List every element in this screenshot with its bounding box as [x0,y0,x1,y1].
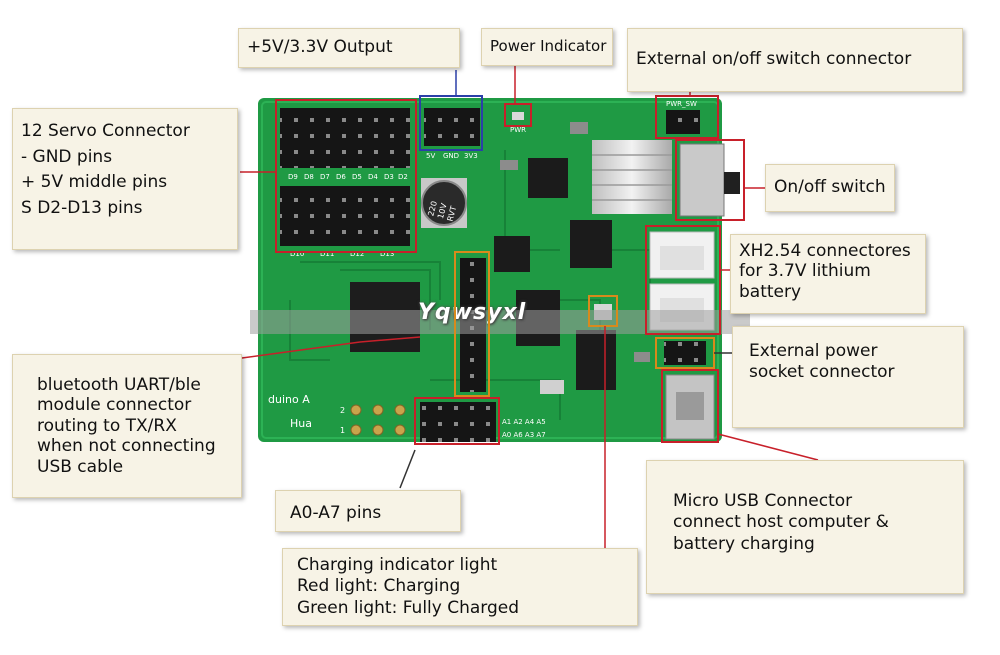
charger-chip [570,220,612,268]
label-xh-line-3: battery [739,281,802,302]
ext-power-header [664,341,706,365]
label-usb-line-3: battery charging [673,533,815,554]
watermark-text: Yqwsyxl [418,300,527,325]
silk-hua: Hua [290,417,312,430]
silk-servo-top-6: D3 [384,173,394,181]
label-servo-line-4: S D2-D13 pins [21,197,143,218]
cap-marking-0: 220 [426,200,439,217]
label-ext-power-line-2: socket connector [749,362,895,383]
label-bluetooth: bluetooth UART/ble module connector rout… [12,354,242,498]
silk-power-pin-0: 5V [426,152,435,160]
label-bluetooth-line-3: routing to TX/RX [37,415,177,436]
silk-servo-bottom-1: D11 [320,250,334,258]
label-usb: Micro USB Connector connect host compute… [646,460,964,594]
mosfet-chip [494,236,530,272]
onoff-switch-body [679,143,725,217]
label-xh-connector: XH2.54 connectores for 3.7V lithium batt… [730,234,926,314]
label-usb-line-1: Micro USB Connector [673,491,853,511]
servo-silk-bottom-labels: D10 D11 D12 D13 [290,250,394,258]
label-ext-power: External power socket connector [732,326,964,428]
silk-row-1: 1 [340,426,345,435]
label-xh-line-2: for 3.7V lithium [739,261,871,282]
silk-row-2: 2 [340,406,345,415]
label-output-line-1: +5V/3.3V Output [247,37,393,57]
label-bluetooth-line-4: when not connecting [37,436,216,457]
label-bluetooth-line-5: USB cable [37,456,124,477]
label-a0a7-line-1: A0-A7 pins [290,503,382,523]
analog-header [420,402,496,442]
label-charging: Charging indicator light Red light: Char… [282,548,638,626]
label-servo-connector: 12 Servo Connector - GND pins + 5V middl… [12,108,238,250]
label-usb-line-2: connect host computer & [673,512,889,533]
label-ext-switch-line-1: External on/off switch connector [636,49,912,69]
silk-analog-bottom: A0 A6 A3 A7 [502,431,546,439]
capacitor-marking: 220 10V RVT [426,200,459,222]
power-led [512,112,524,120]
silk-power-pin-2: 3V3 [464,152,478,160]
ext-switch-header [666,110,700,134]
label-power-indicator: Power Indicator [481,28,613,66]
small-component-4 [634,352,650,362]
silk-servo-bottom-2: D12 [350,250,364,258]
silk-servo-top-4: D5 [352,173,362,181]
silk-servo-top-5: D4 [368,173,378,181]
small-component-2 [500,160,518,170]
label-ext-power-line-1: External power [749,341,878,361]
label-onoff: On/off switch [765,164,895,212]
silk-servo-top-1: D8 [304,173,314,181]
power-output-header [424,108,480,146]
silk-analog-top: A1 A2 A4 A5 [502,418,546,426]
silk-pwr-sw: PWR_SW [666,100,697,108]
capacitor [421,180,467,226]
servo-header-top [280,108,410,168]
heat-sink [592,140,672,214]
silk-servo-top-7: D2 [398,173,408,181]
label-power-indicator-line-1: Power Indicator [490,37,607,55]
regulator-chip [528,158,568,198]
label-output: +5V/3.3V Output [238,28,460,68]
silk-servo-bottom-0: D10 [290,250,304,258]
onoff-switch-lever [724,172,740,194]
small-component-3 [540,380,564,394]
cap-marking-2: RVT [446,205,459,222]
gold-pads [350,404,406,436]
label-servo-line-3: + 5V middle pins [21,172,168,192]
label-onoff-line-1: On/off switch [774,177,886,197]
power-pin-silk-labels: 5V GND 3V3 [426,152,478,160]
silk-pwr: PWR [510,126,526,134]
label-charging-line-2: Red light: Charging [297,576,461,597]
silk-servo-top-0: D9 [288,173,298,181]
label-ext-switch: External on/off switch connector [627,28,963,92]
cap-marking-1: 10V [436,202,449,220]
dual-chip [576,330,616,390]
label-servo-line-1: 12 Servo Connector [21,121,190,141]
label-charging-line-1: Charging indicator light [297,555,498,575]
silk-power-pin-1: GND [443,152,459,160]
label-bluetooth-line-1: bluetooth UART/ble [37,375,201,395]
silk-servo-top-2: D7 [320,173,330,181]
label-a0a7: A0-A7 pins [275,490,461,532]
silk-servo-top-3: D6 [336,173,346,181]
label-servo-line-2: - GND pins [21,146,113,167]
label-xh-line-1: XH2.54 connectores [739,241,911,261]
label-charging-line-3: Green light: Fully Charged [297,597,520,618]
servo-header-bottom [280,186,410,246]
silk-servo-bottom-3: D13 [380,250,394,258]
silk-duino: duino A [268,393,310,406]
label-bluetooth-line-2: module connector [37,395,192,416]
small-component-1 [570,122,588,134]
